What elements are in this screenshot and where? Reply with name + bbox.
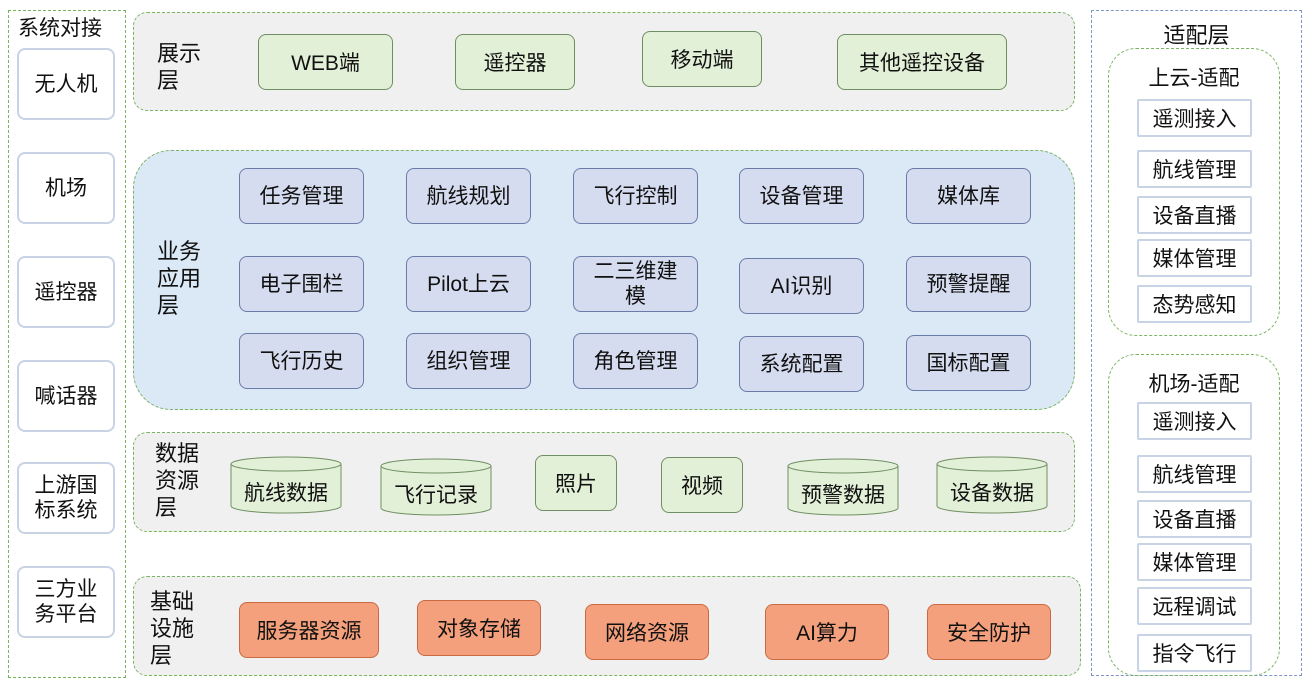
display-item-mobile: 移动端 bbox=[642, 31, 762, 87]
data-item-alert-data: 预警数据 bbox=[787, 458, 899, 516]
business-layer-title: 业务 应用 层 bbox=[157, 239, 202, 318]
adapter-layer-title: 适配层 bbox=[1163, 23, 1230, 48]
cloud-adapter-title: 上云-适配 bbox=[1148, 67, 1240, 90]
infra-item-object-storage: 对象存储 bbox=[417, 600, 541, 656]
business-item-task-management: 任务管理 bbox=[239, 168, 364, 224]
business-item-role-management: 角色管理 bbox=[573, 333, 698, 389]
data-item-videos: 视频 bbox=[661, 457, 743, 513]
cylinder-icon bbox=[380, 458, 492, 516]
display-item-other-remote-devices: 其他遥控设备 bbox=[837, 34, 1007, 90]
business-item-ai-recognition: AI识别 bbox=[739, 258, 864, 314]
business-item-2d3d-modeling: 二三维建 模 bbox=[573, 256, 698, 312]
cloud-item-media-management: 媒体管理 bbox=[1137, 239, 1252, 277]
infra-item-ai-compute: AI算力 bbox=[765, 604, 889, 660]
business-item-flight-control: 飞行控制 bbox=[573, 168, 698, 224]
airport-item-route-management: 航线管理 bbox=[1137, 455, 1252, 493]
data-item-photos: 照片 bbox=[535, 455, 617, 511]
airport-adapter-panel bbox=[1108, 354, 1280, 676]
system-integration-title: 系统对接 bbox=[18, 17, 102, 40]
cloud-adapter-panel bbox=[1108, 48, 1280, 336]
business-item-media-library: 媒体库 bbox=[906, 168, 1031, 224]
infra-item-network-resources: 网络资源 bbox=[585, 604, 709, 660]
business-item-alert-reminder: 预警提醒 bbox=[906, 256, 1031, 312]
airport-item-media-management: 媒体管理 bbox=[1137, 543, 1252, 581]
cylinder-icon bbox=[230, 456, 342, 514]
cloud-item-telemetry: 遥测接入 bbox=[1137, 99, 1252, 137]
airport-adapter-title: 机场-适配 bbox=[1148, 373, 1240, 396]
system-item-remote-controller: 遥控器 bbox=[17, 256, 115, 328]
display-layer-title: 展示 层 bbox=[157, 41, 202, 93]
business-item-route-planning: 航线规划 bbox=[406, 168, 531, 224]
data-item-label: 预警数据 bbox=[801, 484, 885, 507]
data-item-flight-record: 飞行记录 bbox=[380, 458, 492, 516]
business-item-pilot-cloud: Pilot上云 bbox=[406, 256, 531, 312]
system-item-third-party-platform: 三方业 务平台 bbox=[17, 566, 115, 638]
infra-item-server-resources: 服务器资源 bbox=[239, 602, 379, 658]
cloud-item-device-live: 设备直播 bbox=[1137, 196, 1252, 234]
data-item-label: 设备数据 bbox=[950, 482, 1034, 505]
infra-layer-title: 基础 设施 层 bbox=[150, 589, 195, 668]
business-item-org-management: 组织管理 bbox=[406, 333, 531, 389]
system-integration-panel bbox=[8, 10, 126, 678]
infra-item-security: 安全防护 bbox=[927, 604, 1051, 660]
system-item-drone: 无人机 bbox=[17, 48, 115, 120]
airport-item-device-live: 设备直播 bbox=[1137, 500, 1252, 538]
business-item-device-management: 设备管理 bbox=[739, 168, 864, 224]
business-item-flight-history: 飞行历史 bbox=[239, 333, 364, 389]
business-item-gb-config: 国标配置 bbox=[906, 335, 1031, 391]
business-item-geofence: 电子围栏 bbox=[239, 256, 364, 312]
system-item-megaphone: 喊话器 bbox=[17, 360, 115, 432]
display-item-web: WEB端 bbox=[258, 34, 393, 90]
business-item-system-config: 系统配置 bbox=[739, 336, 864, 392]
data-item-device-data: 设备数据 bbox=[936, 456, 1048, 514]
airport-item-telemetry: 遥测接入 bbox=[1137, 402, 1252, 440]
airport-item-remote-debug: 远程调试 bbox=[1137, 587, 1252, 625]
cloud-item-situational-awareness: 态势感知 bbox=[1137, 285, 1252, 323]
airport-item-command-flight: 指令飞行 bbox=[1137, 634, 1252, 672]
data-layer-title: 数据 资源 层 bbox=[155, 441, 200, 520]
system-item-airport: 机场 bbox=[17, 152, 115, 224]
cylinder-icon bbox=[787, 458, 899, 516]
data-item-route-data: 航线数据 bbox=[230, 456, 342, 514]
data-item-label: 航线数据 bbox=[244, 482, 328, 505]
display-item-remote-controller: 遥控器 bbox=[455, 34, 575, 90]
data-item-label: 飞行记录 bbox=[394, 484, 478, 507]
system-item-upstream-gb-system: 上游国 标系统 bbox=[17, 462, 115, 534]
cylinder-icon bbox=[936, 456, 1048, 514]
cloud-item-route-management: 航线管理 bbox=[1137, 150, 1252, 188]
